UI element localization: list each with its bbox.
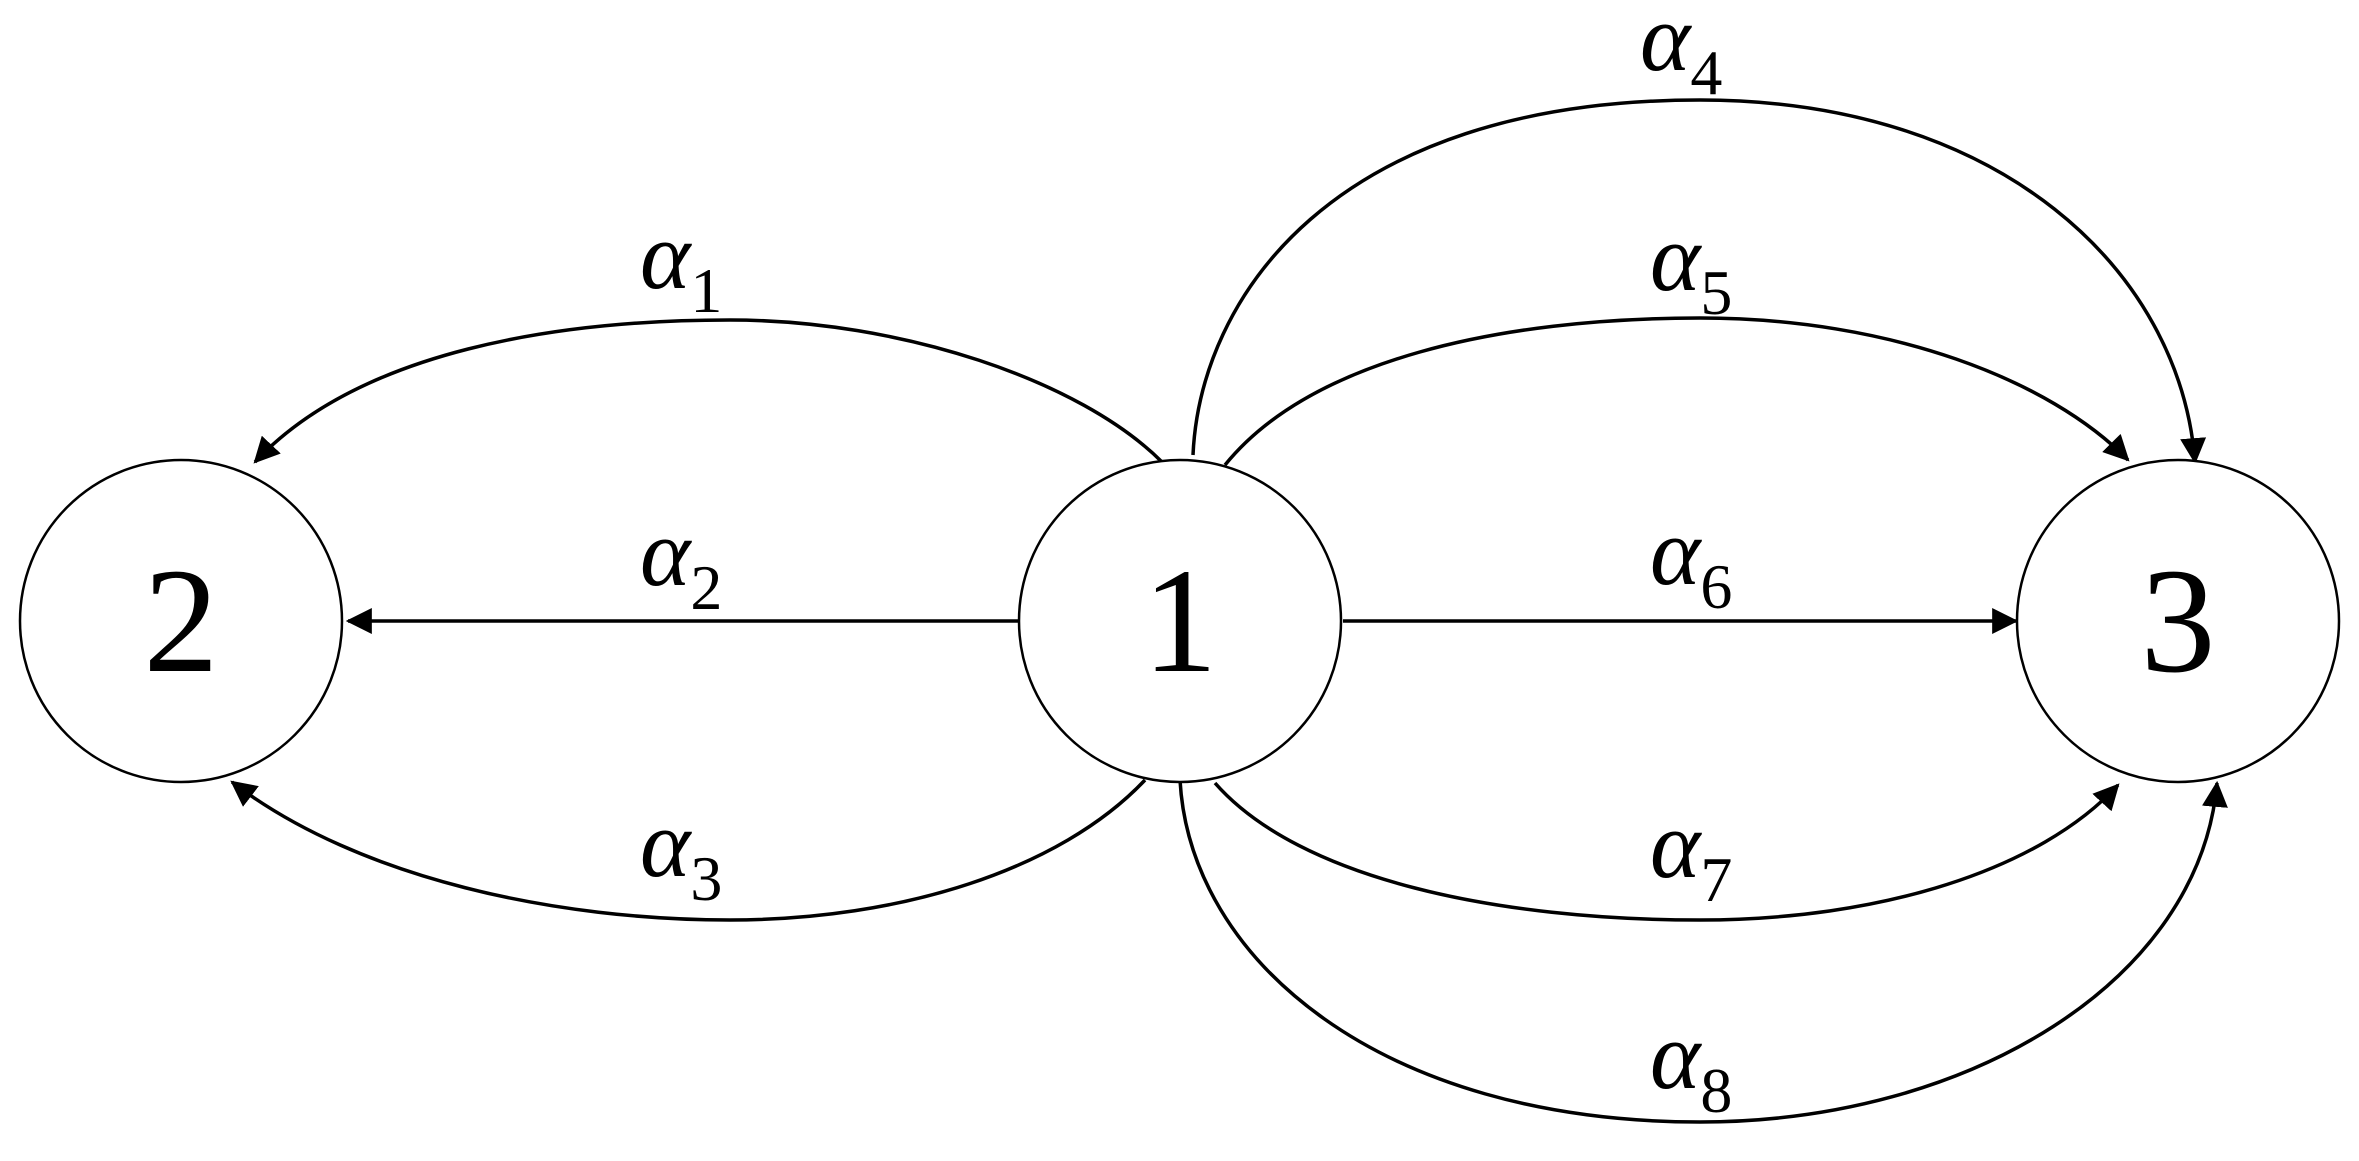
node-1: 1 bbox=[1017, 458, 1343, 784]
edge-alpha-6: α6 bbox=[1343, 498, 2019, 634]
edge-alpha-3: α3 bbox=[230, 778, 1147, 922]
edge-alpha-5-symbol: α bbox=[1650, 204, 1702, 311]
edge-alpha-1-symbol: α bbox=[640, 202, 692, 309]
edge-alpha-1: α1 bbox=[253, 202, 1164, 464]
edge-alpha-6-symbol: α bbox=[1650, 498, 1702, 605]
edge-alpha-8-arrow bbox=[1178, 779, 2228, 1124]
edge-alpha-6-label: α6 bbox=[1650, 498, 1732, 622]
edge-alpha-3-subscript: 3 bbox=[690, 843, 722, 914]
edge-alpha-2-symbol: α bbox=[640, 499, 692, 606]
node-2-circle bbox=[18, 458, 344, 784]
edge-alpha-8: α8 bbox=[1178, 779, 2228, 1126]
node-2-label: 2 bbox=[144, 538, 219, 704]
edge-alpha-7-label: α7 bbox=[1650, 791, 1732, 915]
edge-alpha-4-label: α4 bbox=[1640, 0, 1722, 108]
edge-alpha-3-label: α3 bbox=[640, 790, 722, 914]
node-3-circle bbox=[2015, 458, 2341, 784]
edge-alpha-1-label: α1 bbox=[640, 202, 722, 326]
node-1-label: 1 bbox=[1143, 538, 1218, 704]
node-2: 2 bbox=[18, 458, 344, 784]
edge-alpha-7-symbol: α bbox=[1650, 791, 1702, 898]
edge-alpha-7-subscript: 7 bbox=[1700, 844, 1732, 915]
edge-alpha-7: α7 bbox=[1213, 781, 2120, 922]
edge-alpha-8-subscript: 8 bbox=[1700, 1055, 1732, 1126]
edge-alpha-5-subscript: 5 bbox=[1700, 257, 1732, 328]
edge-alpha-8-symbol: α bbox=[1650, 1002, 1702, 1109]
node-3-label: 3 bbox=[2141, 538, 2216, 704]
edge-alpha-3-symbol: α bbox=[640, 790, 692, 897]
edge-alpha-4-arrow bbox=[1191, 98, 2207, 465]
edge-alpha-3-arrow bbox=[230, 778, 1147, 922]
edge-alpha-5: α5 bbox=[1223, 204, 2130, 467]
node-3: 3 bbox=[2015, 458, 2341, 784]
edge-alpha-2-subscript: 2 bbox=[690, 552, 722, 623]
node-1-circle bbox=[1017, 458, 1343, 784]
edge-alpha-2: α2 bbox=[345, 499, 1018, 634]
edge-alpha-8-label: α8 bbox=[1650, 1002, 1732, 1126]
edge-alpha-4-subscript: 4 bbox=[1690, 37, 1722, 108]
edge-alpha-5-arrow bbox=[1223, 316, 2130, 467]
edge-alpha-4-symbol: α bbox=[1640, 0, 1692, 91]
edge-alpha-6-subscript: 6 bbox=[1700, 551, 1732, 622]
edge-alpha-5-label: α5 bbox=[1650, 204, 1732, 328]
edge-alpha-7-arrow bbox=[1213, 781, 2120, 922]
edge-alpha-2-label: α2 bbox=[640, 499, 722, 623]
edge-alpha-4: α4 bbox=[1191, 0, 2207, 465]
edge-alpha-1-arrow bbox=[253, 318, 1164, 464]
edge-alpha-1-subscript: 1 bbox=[690, 255, 722, 326]
